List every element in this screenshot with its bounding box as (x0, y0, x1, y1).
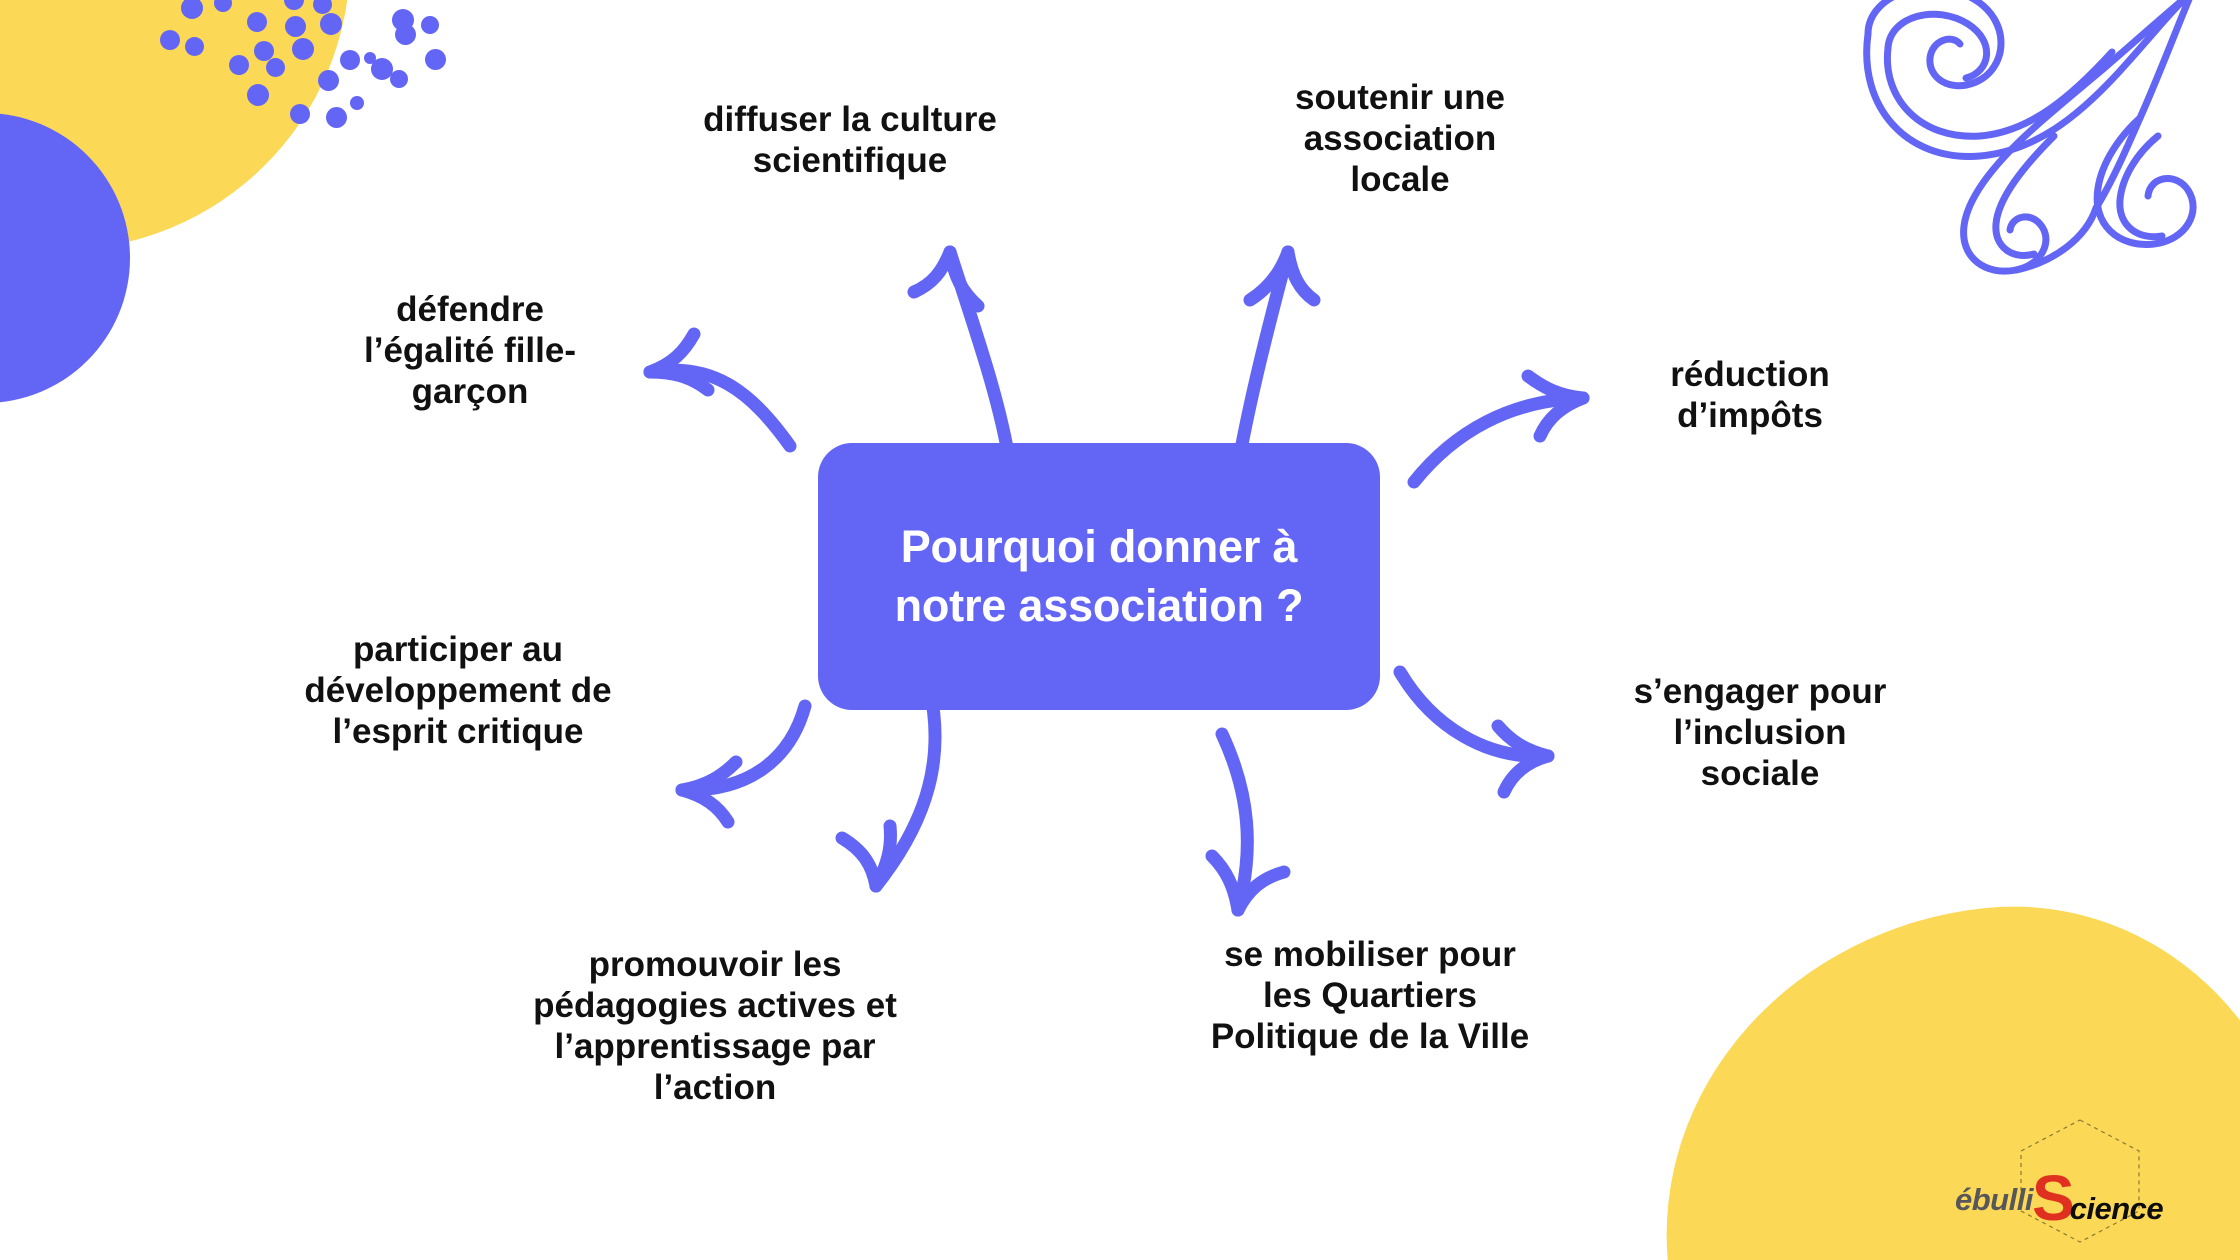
branch-label-defendre: défendre l’égalité fille- garçon (364, 290, 576, 411)
swirl-ornament-icon (1840, 0, 2240, 286)
hexagon-outline-icon (2020, 1119, 2140, 1243)
logo-part-cience: cience (2069, 1191, 2164, 1226)
arrow-to-defendre (643, 327, 797, 453)
dot-cluster-decoration (0, 0, 520, 180)
branch-label-diffuser: diffuser la culture scientifique (703, 100, 997, 180)
branch-label-soutenir: soutenir une association locale (1294, 78, 1506, 199)
logo-part-ebulli: ébulli (1955, 1182, 2033, 1217)
arrow-to-participer (675, 699, 812, 829)
arrow-to-reduction (1407, 369, 1590, 489)
branch-label-reduction: réduction d’impôts (1670, 355, 1830, 435)
blue-circle-decoration (0, 113, 130, 403)
arrow-to-engager (1393, 665, 1555, 799)
arrow-to-promouvoir (835, 683, 942, 893)
branch-label-engager: s’engager pour l’inclusion sociale (1633, 672, 1887, 793)
center-node-label: Pourquoi donner à notre association ? (894, 521, 1304, 631)
branch-label-participer: participer au développement de l’esprit … (304, 630, 612, 751)
logo-wordmark: ébulliScience (1955, 1151, 2205, 1234)
arrow-to-diffuser (907, 245, 1017, 472)
ebulliscience-logo: ébulliScience (1955, 1119, 2205, 1243)
center-node[interactable]: Pourquoi donner à notre association ? (818, 443, 1380, 710)
logo-part-s-question: S (2031, 1162, 2075, 1234)
branch-label-promouvoir: promouvoir les pédagogies actives et l’a… (533, 945, 897, 1107)
branch-label-mobiliser: se mobiliser pour les Quartiers Politiqu… (1210, 935, 1530, 1056)
arrow-to-mobiliser (1205, 727, 1291, 917)
yellow-circle-decoration (0, 0, 350, 250)
arrow-to-soutenir (1231, 245, 1321, 473)
